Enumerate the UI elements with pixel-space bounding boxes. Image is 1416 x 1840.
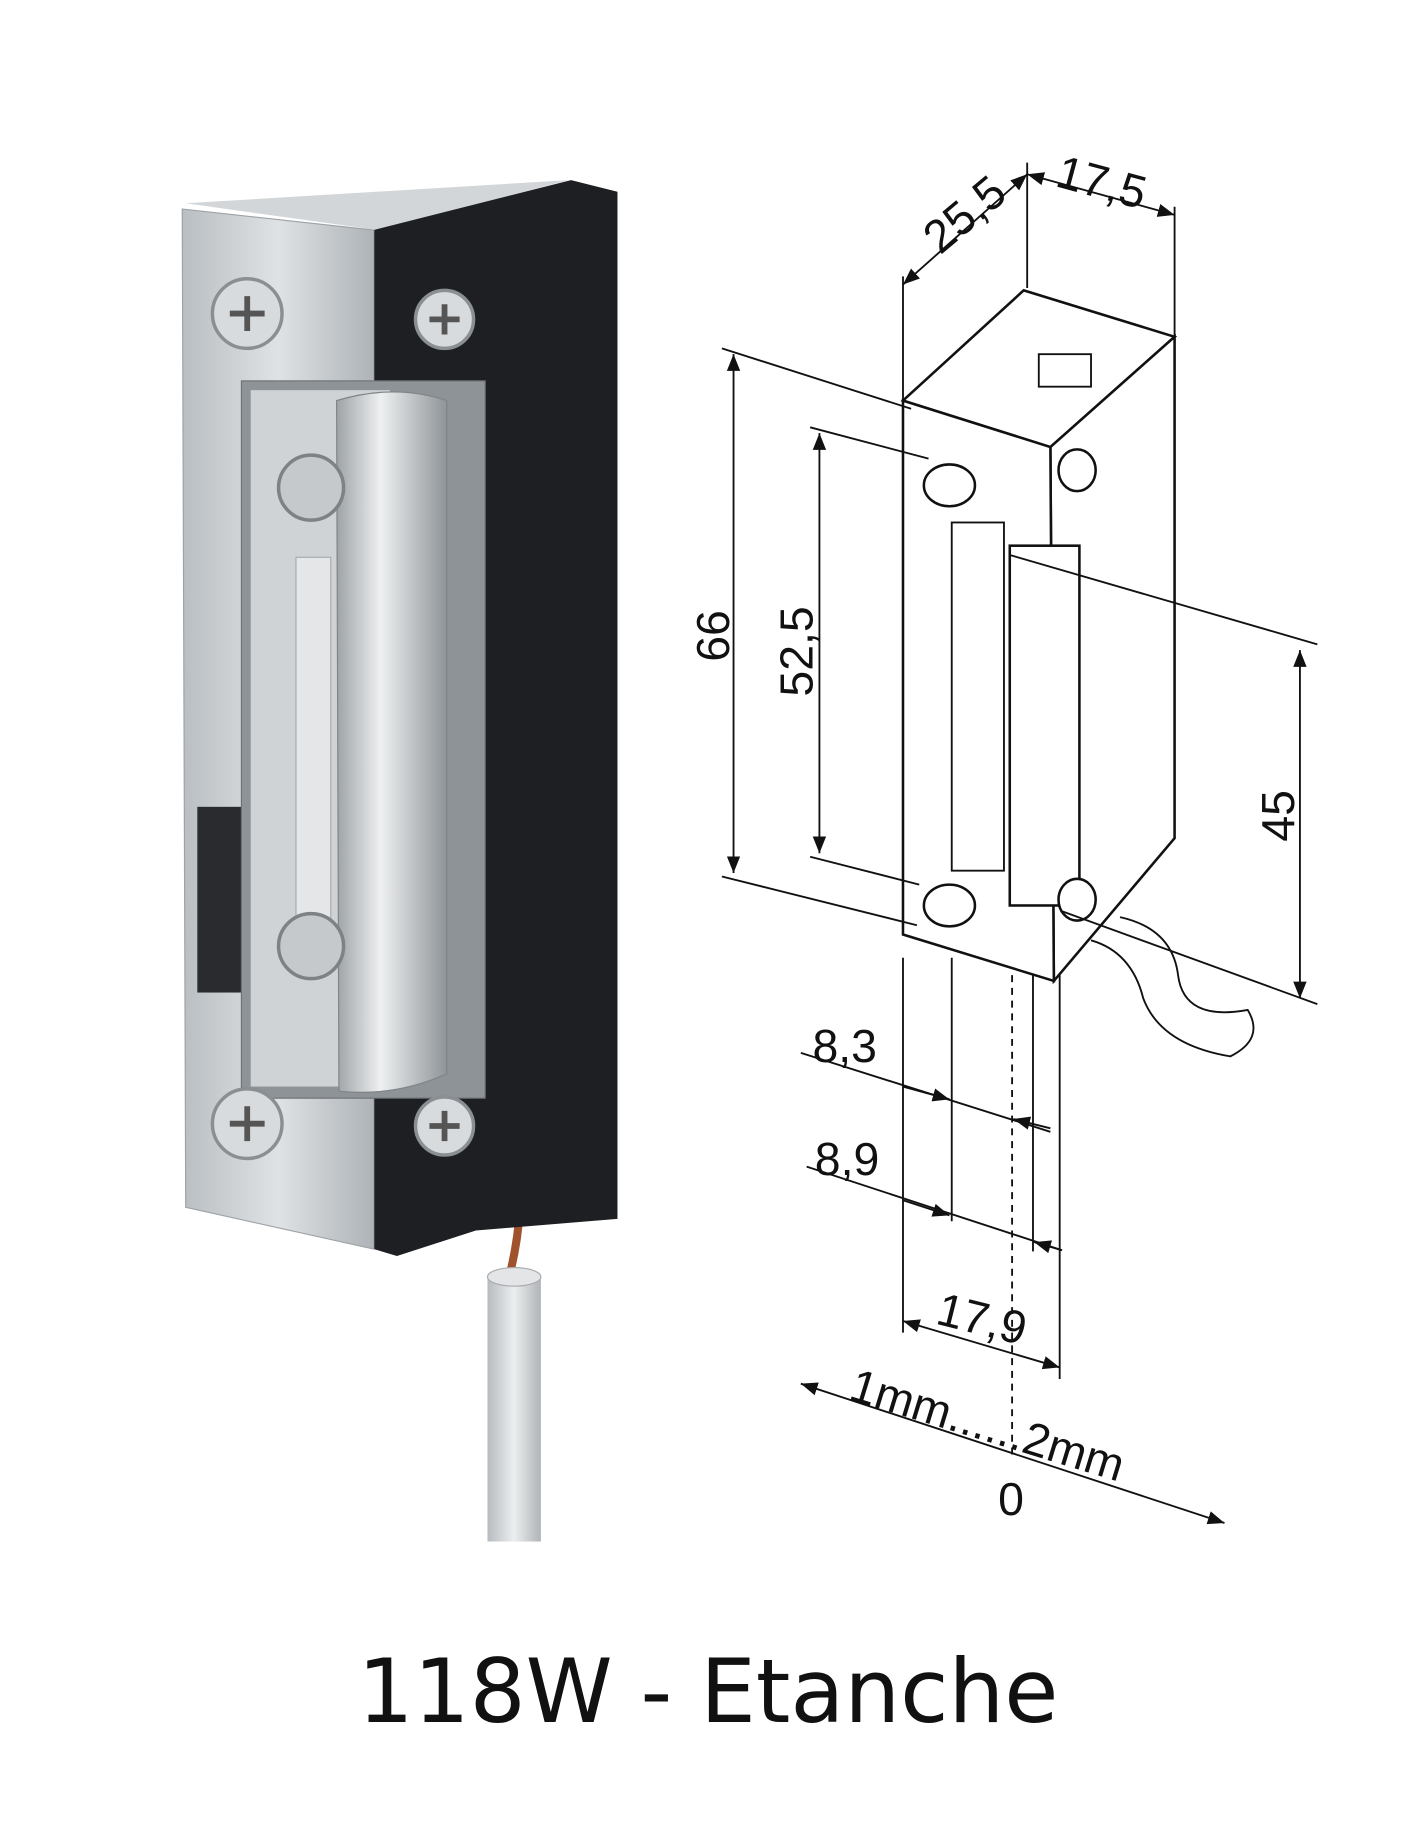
dim-offset-b: 8,9 (815, 1133, 880, 1185)
latch-slot (295, 556, 332, 930)
dim-zero: 0 (998, 1473, 1024, 1525)
screw-icon (922, 448, 1097, 928)
dim-depth: 25,5 (913, 165, 1016, 263)
slot-outline (950, 521, 1005, 872)
top-switch (1037, 353, 1092, 388)
dim-offset-a: 8,3 (812, 1020, 877, 1072)
cable (487, 1274, 541, 1542)
latch-outline (1008, 544, 1081, 907)
black-block (197, 806, 247, 993)
dim-adjust-range: 1mm......2mm (844, 1359, 1130, 1492)
product-caption: 118W - Etanche (357, 1640, 1059, 1743)
dim-height-inner: 52,5 (770, 606, 822, 696)
cable-end (486, 1267, 542, 1287)
dim-width-front: 17,9 (932, 1283, 1032, 1355)
product-photo (181, 180, 618, 1542)
technical-drawing: 25,5 17,5 66 52,5 45 8,3 8,9 17,9 1mm...… (687, 145, 1318, 1525)
cable-outline (1090, 916, 1255, 1058)
dim-latch-height: 45 (1252, 790, 1304, 842)
screw-icon (210, 276, 476, 1161)
dim-height-total: 66 (687, 610, 739, 662)
housing-top (185, 180, 569, 230)
extension-lines (721, 162, 1318, 1457)
dim-width-top: 17,5 (1051, 145, 1152, 219)
latch (336, 391, 448, 1093)
dimension-lines (726, 172, 1307, 1525)
